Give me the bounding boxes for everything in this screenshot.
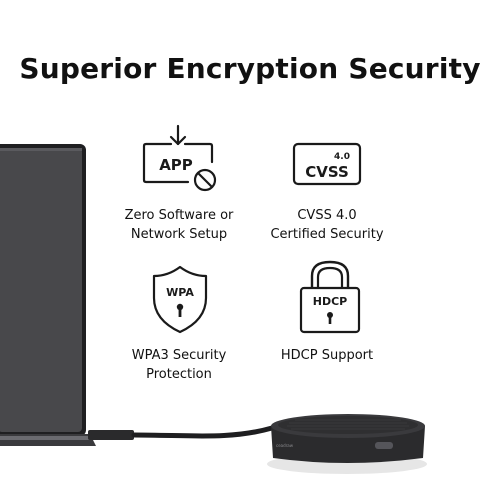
- hub-brand-mark: ceadraw: [276, 443, 294, 448]
- hdcp-icon-text: HDCP: [313, 295, 347, 308]
- hub-device-image: [267, 414, 427, 474]
- wpa-shield-icon: WPA: [152, 265, 208, 334]
- wpa-icon-text: WPA: [166, 286, 194, 299]
- feature-label-cvss: CVSS 4.0 Certified Security: [270, 208, 384, 242]
- feature-label-wpa3: WPA3 Security Protection: [131, 348, 227, 382]
- hdcp-lock-icon: HDCP: [299, 260, 361, 334]
- usb-cable: [88, 425, 275, 440]
- app-blocked-icon: APP: [142, 124, 217, 192]
- cvss-badge-icon: 4.0 CVSS: [292, 142, 362, 186]
- laptop-image: [0, 144, 96, 446]
- feature-label-zero-setup: Zero Software or Network Setup: [124, 208, 234, 242]
- app-icon-text: APP: [159, 156, 193, 174]
- cvss-icon-text: CVSS: [305, 163, 349, 181]
- feature-label-hdcp: HDCP Support: [280, 348, 374, 363]
- cvss-version-text: 4.0: [334, 152, 350, 162]
- page-title: Superior Encryption Security: [19, 52, 481, 85]
